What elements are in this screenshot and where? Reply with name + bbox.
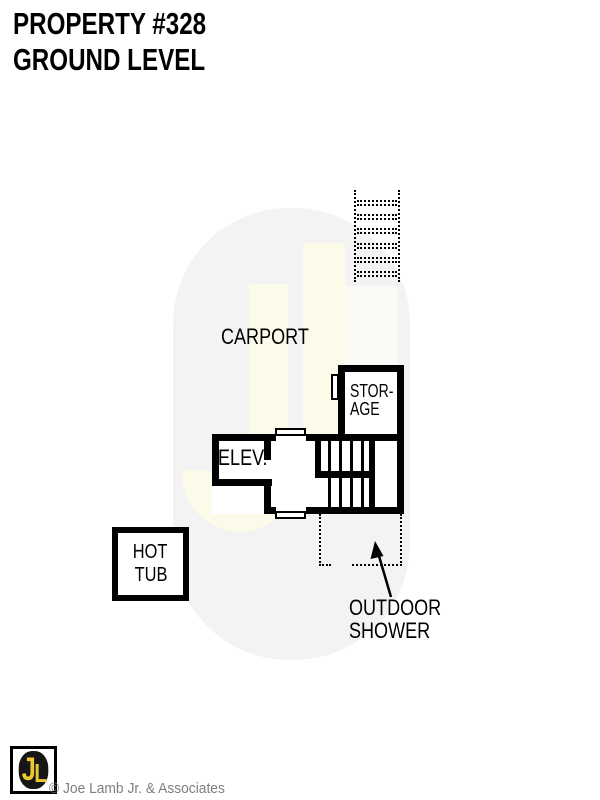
ladder-rung [357, 214, 397, 221]
stair-step [350, 478, 353, 507]
title-line2: GROUND LEVEL [13, 42, 206, 77]
top-door-opening [276, 434, 306, 441]
outdoor-shower-outline-left [319, 514, 331, 566]
top-door [275, 428, 306, 436]
storage-room-floor [338, 365, 404, 441]
jl-logo-oval: J L [18, 750, 49, 789]
jl-logo-letter-l: L [34, 757, 47, 788]
stair-step [339, 441, 342, 471]
wall-bottom [264, 507, 404, 514]
outdoor-shower-label-line1: OUTDOOR [349, 595, 442, 620]
ladder-rung [357, 256, 397, 263]
stair-step [350, 441, 353, 471]
storage-wall-left [338, 365, 345, 441]
stair-wall-right [369, 441, 375, 514]
hall-wall-left [264, 486, 271, 514]
title-line1: PROPERTY #328 [13, 6, 207, 41]
bottom-door-opening [276, 507, 306, 514]
outdoor-shower-label-line2: SHOWER [349, 618, 431, 643]
stair-landing-divider [315, 471, 375, 478]
hot-tub-label-line2: TUB [134, 564, 167, 586]
page-title: PROPERTY #328 GROUND LEVEL [13, 6, 206, 78]
hot-tub-label-line1: HOT [133, 541, 168, 563]
elevator-wall-right [264, 434, 271, 460]
wall-top [212, 434, 404, 441]
hot-tub: HOT TUB [112, 527, 189, 601]
ladder-rung [357, 200, 397, 206]
outdoor-shower-arrow [370, 541, 393, 598]
ladder-rung [357, 242, 397, 249]
storage-door [331, 374, 339, 400]
elevator-label: ELEV. [218, 445, 268, 470]
ladder-rung [357, 270, 397, 277]
ladder-rung [357, 228, 397, 235]
copyright-text: © Joe Lamb Jr. & Associates [49, 780, 225, 797]
elevator-wall-bottom [212, 479, 272, 486]
stair-step [361, 478, 364, 507]
stair-step [339, 478, 342, 507]
storage-wall-top [338, 365, 404, 372]
outdoor-shower-outline-right [352, 514, 402, 566]
stair-wall-left [315, 441, 321, 475]
jl-logo: J L [10, 746, 57, 794]
stair-step [328, 441, 331, 471]
carport-label: CARPORT [221, 324, 309, 349]
storage-label-line1: STOR- [350, 381, 394, 401]
jl-logo-letter-j: J [21, 750, 36, 787]
stair-step [361, 441, 364, 471]
storage-label-line2: AGE [350, 399, 380, 419]
upper-stairs-dotted-ladder [354, 190, 400, 282]
bottom-door [275, 511, 306, 519]
stair-step [328, 478, 331, 507]
elevator-wall-left [212, 434, 219, 486]
